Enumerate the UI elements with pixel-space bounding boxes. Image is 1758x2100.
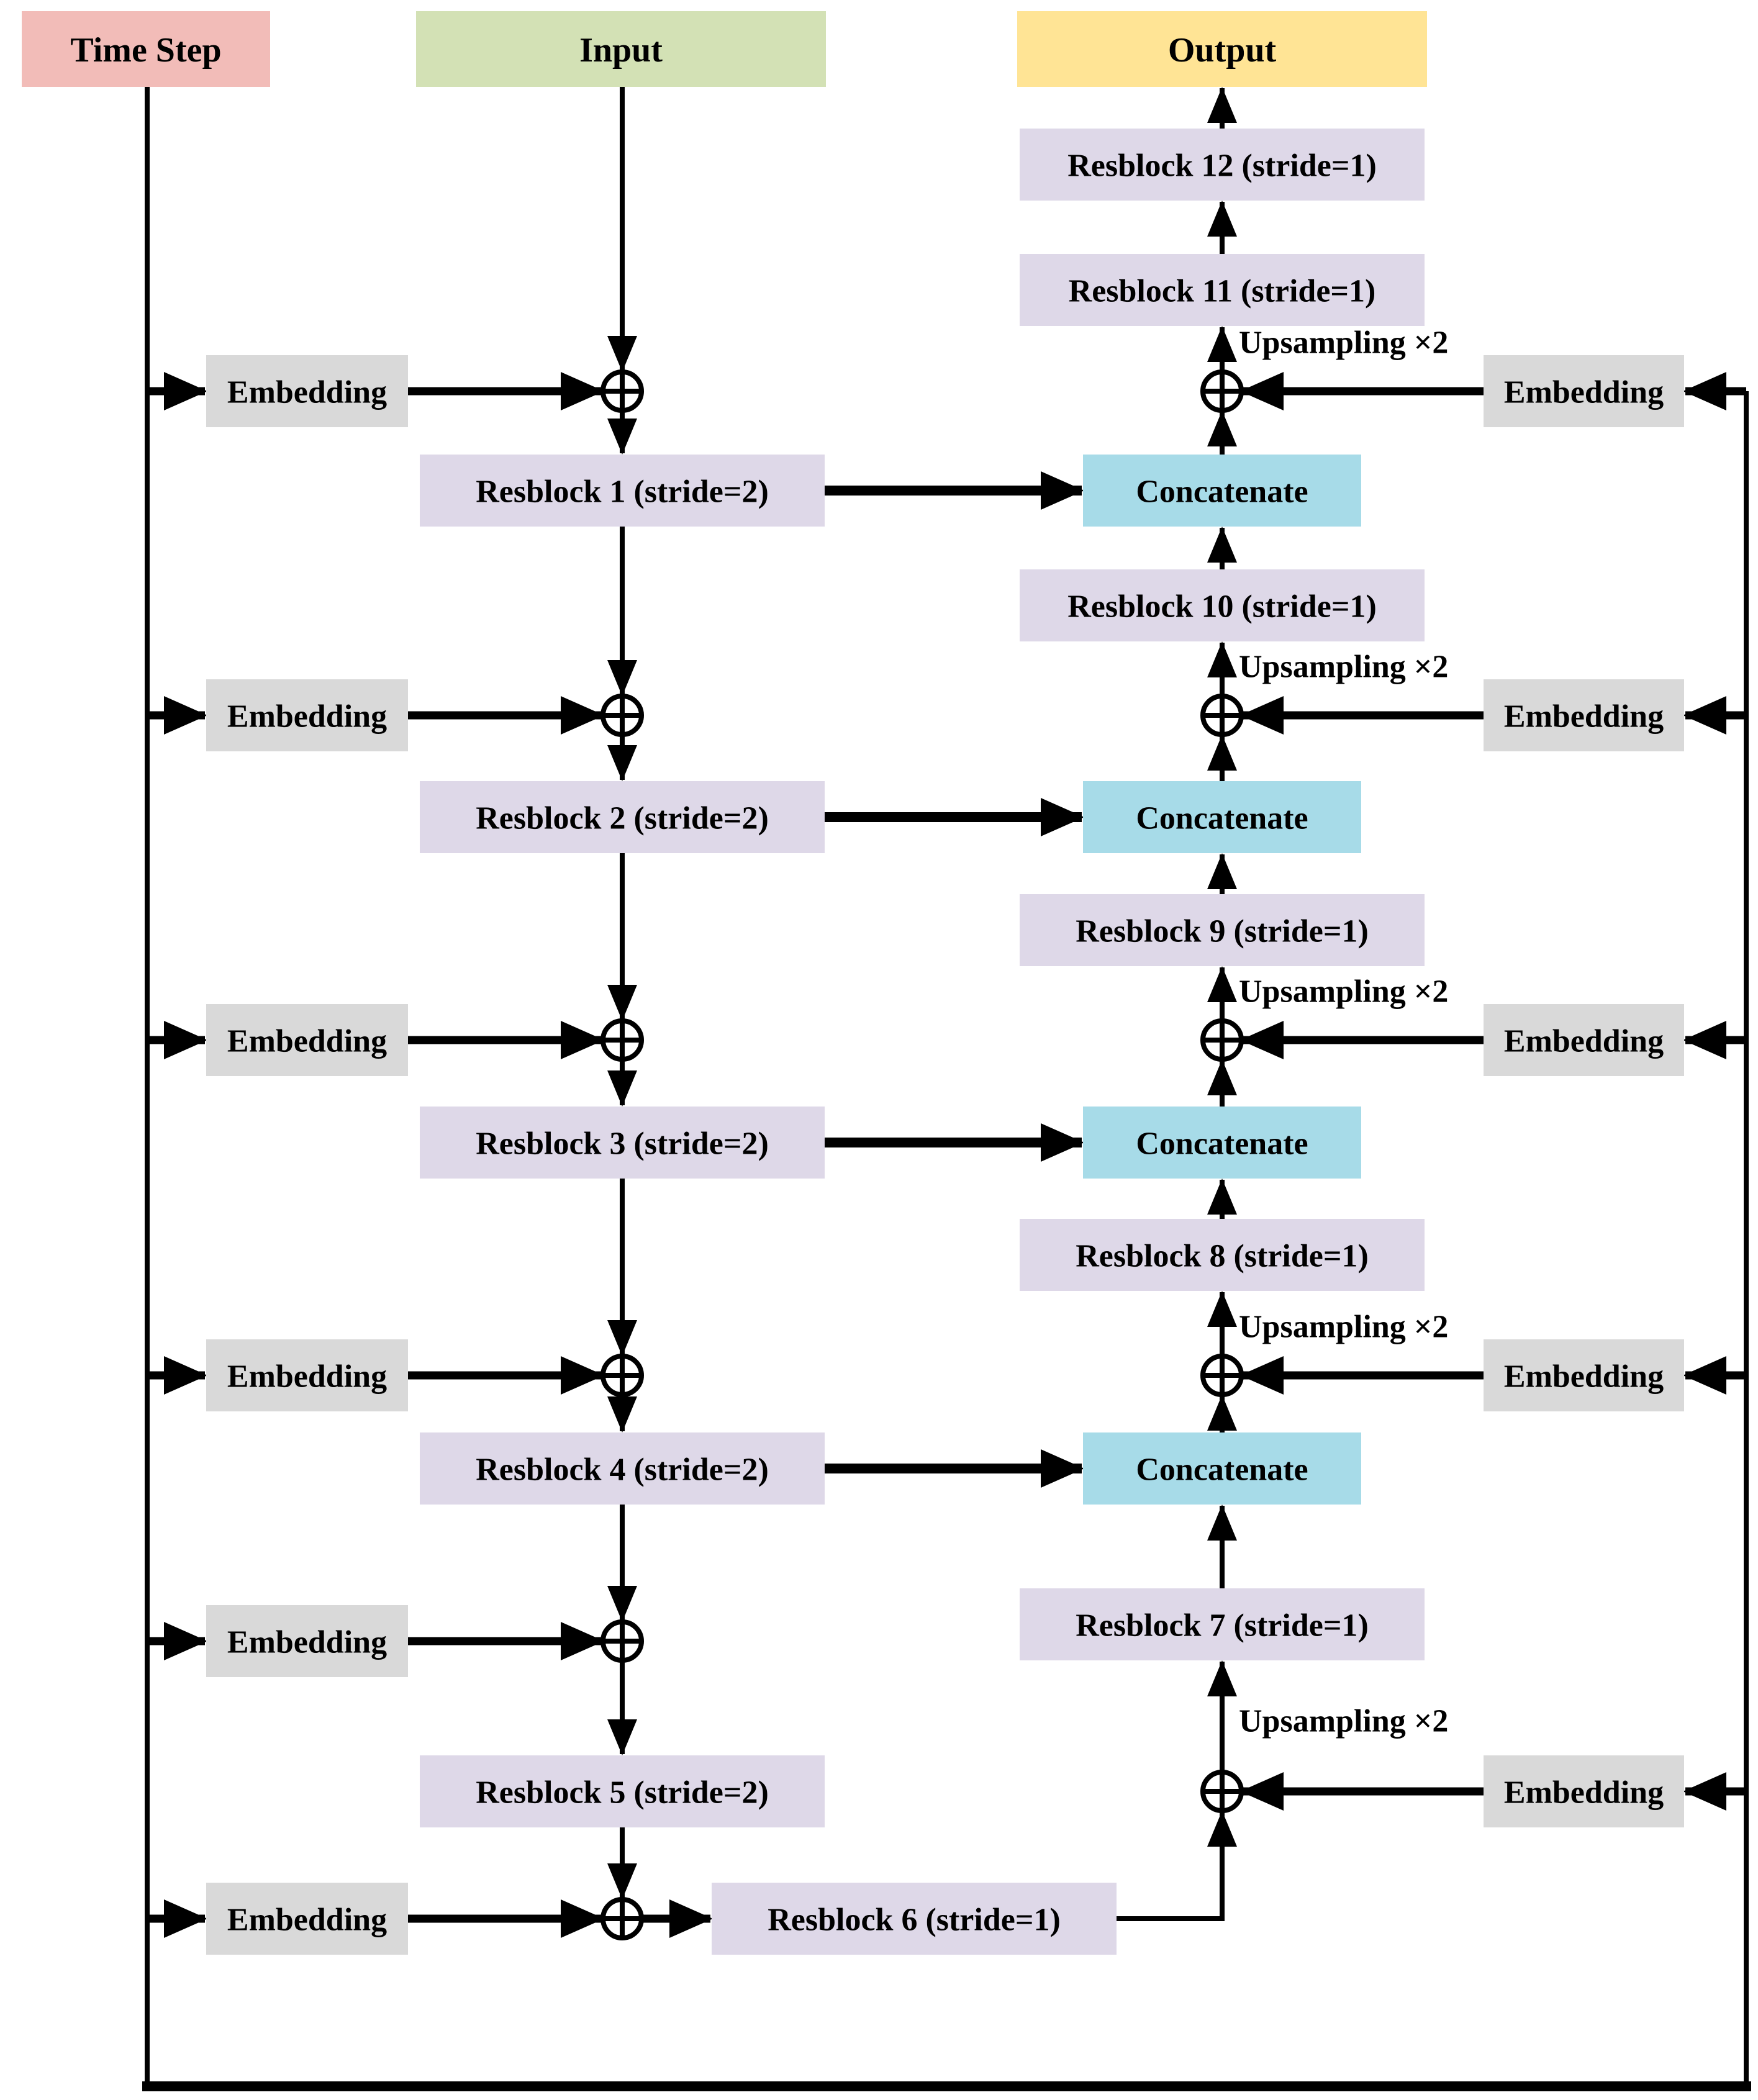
- embedding-left-2-label: Embedding: [227, 699, 387, 735]
- concatenate-2: [1083, 781, 1361, 853]
- resblock-10-label: Resblock 10 (stride=1): [1067, 589, 1377, 625]
- sum-left-1: [600, 369, 644, 413]
- embedding-right-5: [1484, 1755, 1684, 1827]
- embedding-right-4-label: Embedding: [1504, 1359, 1664, 1395]
- sum-node-layer: [600, 369, 1244, 1940]
- embedding-left-6-label: Embedding: [227, 1903, 387, 1938]
- resblock-12: [1020, 129, 1425, 201]
- resblock-11-label: Resblock 11 (stride=1): [1069, 274, 1376, 309]
- header-input-label: Input: [579, 31, 663, 70]
- sum-left-3: [600, 1018, 644, 1062]
- header-output-label: Output: [1168, 31, 1277, 70]
- embedding-right-2: [1484, 679, 1684, 751]
- upsampling-label-5: Upsampling ×2: [1239, 1704, 1448, 1739]
- concatenate-1-label: Concatenate: [1136, 474, 1308, 510]
- embedding-right-1-label: Embedding: [1504, 375, 1664, 410]
- embedding-left-2: [206, 679, 408, 751]
- resblock-7: [1020, 1588, 1425, 1660]
- embedding-left-1: [206, 355, 408, 427]
- resblock-4: [420, 1432, 825, 1505]
- concatenate-3: [1083, 1107, 1361, 1179]
- embedding-right-3: [1484, 1004, 1684, 1076]
- sum-right-4: [1200, 1354, 1244, 1397]
- sum-right-2: [1200, 694, 1244, 737]
- upsampling-label-2: Upsampling ×2: [1239, 649, 1448, 685]
- sum-left-6: [600, 1897, 644, 1940]
- resblock-3: [420, 1107, 825, 1179]
- resblock-8: [1020, 1219, 1425, 1291]
- resblock-11: [1020, 254, 1425, 326]
- header-input: [416, 11, 826, 87]
- resblock-5-label: Resblock 5 (stride=2): [476, 1775, 769, 1811]
- sum-left-4: [600, 1354, 644, 1397]
- embedding-left-4: [206, 1339, 408, 1411]
- concatenate-4-label: Concatenate: [1136, 1452, 1308, 1488]
- concatenate-4: [1083, 1432, 1361, 1505]
- embedding-left-3: [206, 1004, 408, 1076]
- resblock-6-label: Resblock 6 (stride=1): [768, 1903, 1061, 1938]
- edge-resblock-6-to-sum-right-5: [1117, 1811, 1237, 1921]
- upsampling-label-3: Upsampling ×2: [1239, 974, 1448, 1010]
- sum-left-5: [600, 1619, 644, 1663]
- edge-layer: [142, 87, 1751, 2091]
- resblock-2-label: Resblock 2 (stride=2): [476, 801, 769, 836]
- upsampling-label-4: Upsampling ×2: [1239, 1310, 1448, 1345]
- concatenate-3-label: Concatenate: [1136, 1126, 1308, 1162]
- resblock-1-label: Resblock 1 (stride=2): [476, 474, 769, 510]
- embedding-left-6: [206, 1883, 408, 1955]
- resblock-7-label: Resblock 7 (stride=1): [1076, 1608, 1369, 1644]
- header-time-step-label: Time Step: [70, 31, 221, 70]
- resblock-9-label: Resblock 9 (stride=1): [1076, 914, 1369, 949]
- resblock-10: [1020, 569, 1425, 641]
- header-output: [1017, 11, 1427, 87]
- embedding-left-5: [206, 1605, 408, 1677]
- resblock-1: [420, 455, 825, 527]
- embedding-left-4-label: Embedding: [227, 1359, 387, 1395]
- sum-right-3: [1200, 1018, 1244, 1062]
- resblock-12-label: Resblock 12 (stride=1): [1067, 148, 1377, 184]
- resblock-4-label: Resblock 4 (stride=2): [476, 1452, 769, 1488]
- sum-right-1: [1200, 369, 1244, 413]
- sum-left-2: [600, 694, 644, 737]
- embedding-right-2-label: Embedding: [1504, 699, 1664, 735]
- resblock-9: [1020, 894, 1425, 966]
- resblock-2: [420, 781, 825, 853]
- resblock-3-label: Resblock 3 (stride=2): [476, 1126, 769, 1162]
- resblock-6: [712, 1883, 1117, 1955]
- embedding-left-5-label: Embedding: [227, 1625, 387, 1660]
- concatenate-2-label: Concatenate: [1136, 801, 1308, 836]
- upsampling-label-1: Upsampling ×2: [1239, 325, 1448, 361]
- embedding-right-4: [1484, 1339, 1684, 1411]
- embedding-right-5-label: Embedding: [1504, 1775, 1664, 1811]
- floating-label-layer: Upsampling ×2 Upsampling ×2 Upsampling ×2 U…: [1239, 325, 1448, 1739]
- resblock-5: [420, 1755, 825, 1827]
- concatenate-1: [1083, 455, 1361, 527]
- embedding-right-1: [1484, 355, 1684, 427]
- embedding-left-3-label: Embedding: [227, 1024, 387, 1059]
- sum-right-5: [1200, 1770, 1244, 1813]
- header-time-step: [22, 11, 270, 87]
- embedding-left-1-label: Embedding: [227, 375, 387, 410]
- resblock-8-label: Resblock 8 (stride=1): [1076, 1239, 1369, 1274]
- embedding-right-3-label: Embedding: [1504, 1024, 1664, 1059]
